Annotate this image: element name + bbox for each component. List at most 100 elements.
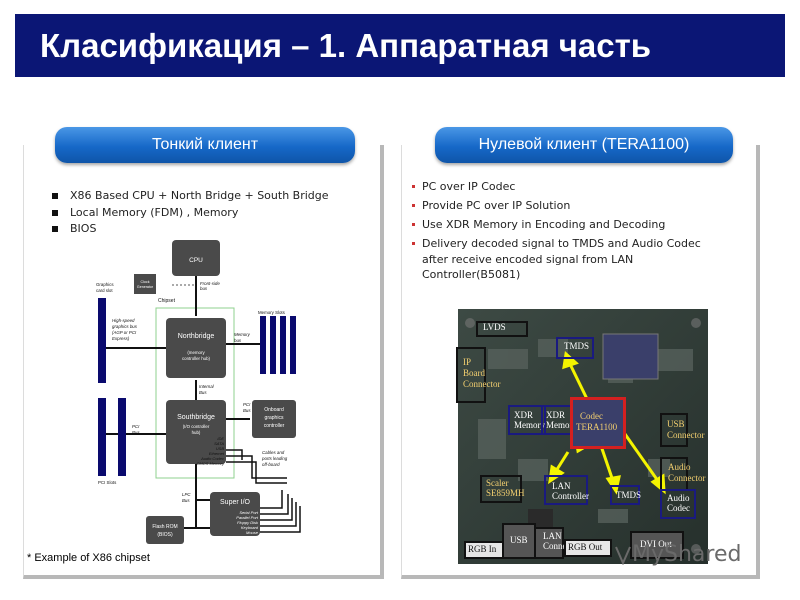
- port-label: USB: [216, 446, 225, 451]
- memory-slot-bars: [260, 316, 296, 374]
- super-io-port: Keyboard: [241, 525, 259, 530]
- memory-bus-label: Memory: [234, 332, 251, 337]
- clock-label: Generator: [137, 285, 154, 289]
- watermark-icon: [615, 546, 631, 566]
- port-label: Ethernet: [209, 451, 225, 456]
- port-label: IDE: [217, 436, 224, 441]
- graphics-slot: [98, 298, 106, 383]
- tmds-bottom-label: TMDS: [616, 490, 642, 500]
- flash-rom-label: (BIOS): [157, 532, 173, 538]
- tera1100-board-photo: LVDS IP Board Connector TMDS XDR Memory …: [456, 309, 708, 564]
- xdr-memory-label: Memory: [514, 420, 545, 430]
- clock-label: Clock: [141, 280, 150, 284]
- southbridge-sub: hub): [192, 430, 201, 435]
- port-label: Audio Codec: [200, 456, 224, 461]
- lpc-bus-label: Bus: [182, 498, 190, 503]
- audio-connector-label: Audio: [668, 462, 691, 472]
- usb-connector-box: [660, 413, 688, 447]
- audio-codec-box: [660, 489, 696, 519]
- super-io-port: Serial Port: [239, 510, 259, 515]
- thin-client-heading: Тонкий клиент: [55, 127, 355, 163]
- cables-label: ports leading: [261, 456, 288, 461]
- bullet-item: Provide PC over IP Solution: [410, 198, 710, 214]
- codec-tera1100-box: [570, 397, 626, 449]
- tmds-bottom-box: [610, 485, 640, 505]
- bullet-item: Local Memory (FDM) , Memory: [50, 205, 329, 222]
- southbridge-block: [166, 400, 226, 464]
- rgb-out-label: RGB Out: [568, 542, 603, 552]
- footnote: * Example of X86 chipset: [27, 552, 150, 564]
- audio-connector-label: Connector: [668, 473, 706, 483]
- graphics-slot-label: card slot: [96, 288, 113, 293]
- southbridge-label: Southbridge: [177, 414, 215, 421]
- lan-connector-box: [534, 527, 564, 559]
- cables-label: Cables and: [262, 450, 285, 455]
- northbridge-sub: (memory: [187, 350, 205, 355]
- lan-controller-label: LAN: [552, 481, 571, 491]
- front-side-bus-label: Front-side: [200, 281, 220, 286]
- super-io-port: Parallel Port: [236, 515, 259, 520]
- northbridge-sub: controller hub): [182, 356, 211, 361]
- pci-bus-label: Bus: [132, 430, 140, 435]
- title-bar: [15, 14, 785, 77]
- xdr-memory-1-box: [508, 405, 546, 435]
- pci-bus-label: PCI: [243, 402, 251, 407]
- southbridge-sub: (I/O controller: [183, 424, 210, 429]
- watermark-logo-icon: MyShared: [614, 542, 741, 567]
- audio-codec-label: Codec: [667, 503, 690, 513]
- high-speed-bus-label: graphics bus: [112, 324, 138, 329]
- bullet-item: PC over IP Codec: [410, 179, 710, 195]
- onboard-graphics-label: graphics: [265, 415, 284, 421]
- xdr-memory-label: XDR: [514, 410, 534, 420]
- lan-connector-label: Connector: [543, 541, 581, 551]
- onboard-graphics-label: controller: [264, 423, 285, 429]
- xdr-memory-label: Memory: [546, 420, 577, 430]
- flash-rom-block: [146, 516, 184, 544]
- super-io-block: [210, 492, 260, 536]
- pci-slots-label: PCI Slots: [98, 480, 117, 485]
- high-speed-bus-label: (AGP or PCI: [112, 330, 137, 335]
- graphics-slot-label: Graphics: [96, 282, 114, 287]
- ip-board-label: Connector: [463, 379, 501, 389]
- slide-title: Класификация – 1. Аппаратная часть: [40, 27, 652, 64]
- lvds-box: [476, 321, 528, 337]
- codec-label: TERA1100: [576, 422, 618, 432]
- x86-chipset-diagram: CPU Clock Generator Northbridge (memory …: [96, 240, 301, 544]
- port-label: CMOS Memory: [196, 461, 225, 466]
- rgb-in-label: RGB In: [468, 544, 497, 554]
- usb-connector-label: USB: [667, 419, 685, 429]
- internal-bus-label: Internal: [199, 384, 215, 389]
- pci-slot-bars: [98, 398, 126, 476]
- internal-bus-label: Bus: [199, 390, 207, 395]
- scaler-label: SE859MH: [486, 488, 525, 498]
- port-label: SATA: [214, 441, 224, 446]
- usb-connector-label: Connector: [667, 430, 705, 440]
- cables-label: off-board: [262, 462, 280, 467]
- memory-slots-label: Memory Slots: [258, 310, 286, 315]
- northbridge-label: Northbridge: [178, 333, 215, 340]
- onboard-graphics-block: [252, 400, 296, 438]
- super-io-port: Mouse: [246, 530, 259, 535]
- high-speed-bus-label: Express): [112, 336, 130, 341]
- flash-rom-label: Flash ROM: [152, 524, 177, 530]
- zero-client-heading: Нулевой клиент (TERA1100): [435, 127, 733, 163]
- ip-board-label: IP: [463, 357, 472, 367]
- lan-controller-label: Controller: [552, 491, 589, 501]
- super-io-label: Super I/O: [220, 499, 251, 506]
- dvi-out-box: [630, 531, 684, 559]
- bus-lines: [106, 276, 262, 529]
- clock-generator-block: [134, 274, 156, 294]
- watermark-text: MyShared: [632, 542, 742, 567]
- pci-bus-label: PCI: [132, 424, 140, 429]
- scaler-label: Scaler: [486, 478, 509, 488]
- audio-codec-label: Audio: [667, 493, 690, 503]
- chipset-label: Chipset: [158, 298, 176, 304]
- rgb-out-box: [564, 539, 612, 557]
- super-io-port: Floppy Disk: [237, 520, 259, 525]
- tmds-top-box: [556, 337, 594, 359]
- bullet-item: BIOS: [50, 221, 329, 238]
- thin-client-bullets: X86 Based CPU + North Bridge + South Bri…: [50, 188, 329, 238]
- lvds-label: LVDS: [483, 322, 506, 332]
- ip-board-label: Board: [463, 368, 485, 378]
- high-speed-bus-label: High-speed: [112, 318, 135, 323]
